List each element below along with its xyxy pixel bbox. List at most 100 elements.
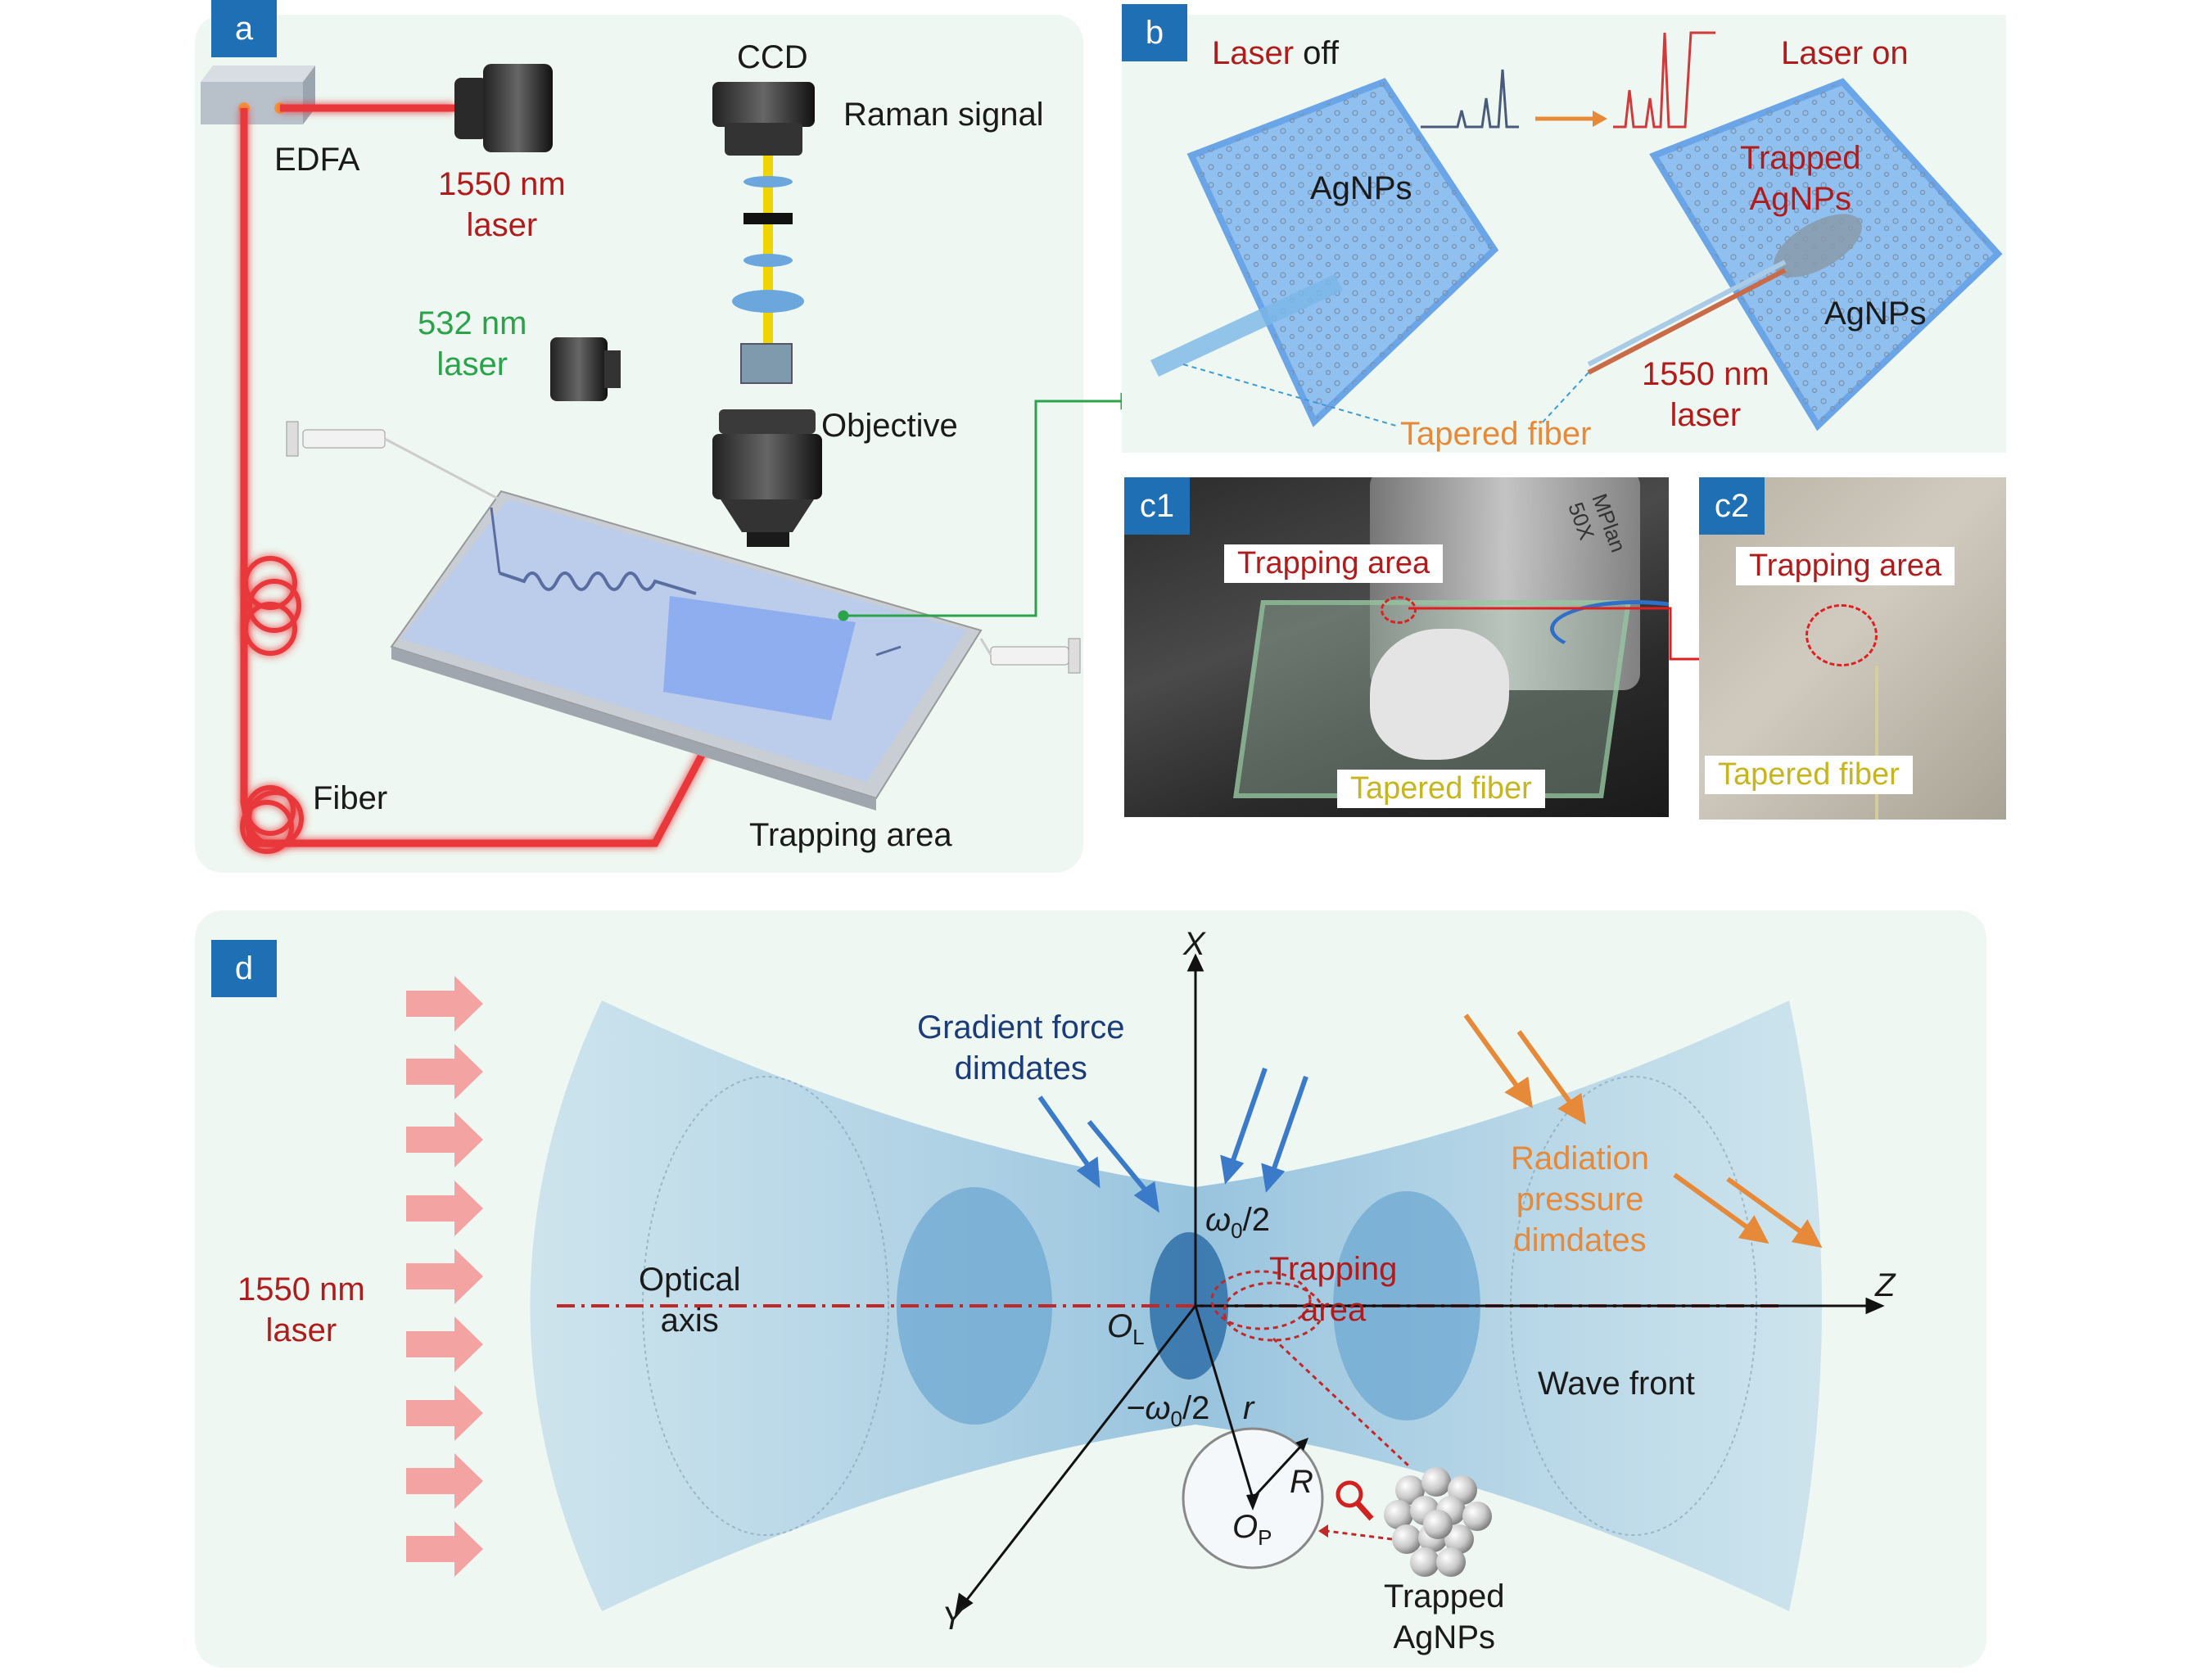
trapping-area-label-c1: Trapping area: [1224, 544, 1444, 583]
radius-R-arrow: [1251, 1443, 1304, 1500]
edfa-label: EDFA: [274, 142, 360, 178]
fiber-label: Fiber: [313, 780, 388, 816]
laser-1550-b-line-2: laser: [1670, 397, 1742, 433]
trapped-agnps-label-d: Trapped AgNPs: [1384, 1576, 1505, 1658]
fiber-coils-upper: [243, 556, 301, 656]
radiation-pressure-line-2: pressure: [1516, 1181, 1644, 1217]
trapping-circle-c1: [1381, 596, 1417, 624]
laser-1550-label-d: 1550 nm laser: [237, 1269, 365, 1351]
laser-1550-d-line-1: 1550 nm: [237, 1271, 365, 1307]
trapped-agnps-d-line-2: AgNPs: [1393, 1619, 1496, 1655]
axis-z-label: Z: [1875, 1267, 1896, 1303]
omega-bottom-symbol: −ω: [1126, 1390, 1171, 1426]
origin-p-label: OP: [1232, 1506, 1272, 1551]
tapered-fiber-label-c2: Tapered fiber: [1705, 756, 1913, 794]
panel-b-tag: b: [1122, 4, 1187, 61]
lens-1: [743, 176, 793, 187]
coordinate-axes: [954, 953, 1885, 1616]
omega-top-suffix: /2: [1242, 1202, 1270, 1238]
fiber-coils-lower: [240, 785, 304, 854]
radiation-pressure-label: Radiation pressure dimdates: [1511, 1138, 1649, 1261]
laser-532-label: 532 nm laser: [418, 303, 527, 385]
omega-top-symbol: ω: [1205, 1202, 1232, 1238]
laser-off-word-laser: Laser: [1212, 35, 1295, 71]
fiber-line-c2: [1875, 666, 1878, 820]
laser-532-line-2: laser: [436, 346, 508, 382]
trapping-circle-c2: [1806, 604, 1878, 666]
spectrum-arrow: [1535, 111, 1607, 127]
trap-to-cluster-leader: [1272, 1337, 1410, 1467]
lens-2: [743, 254, 793, 267]
radiation-pressure-line-1: Radiation: [1511, 1140, 1650, 1176]
tapered-fiber-pointer-left: [1182, 364, 1397, 427]
agnp-cluster: [1384, 1467, 1492, 1577]
beam-left-half: [530, 1000, 1195, 1611]
R-label: R: [1290, 1464, 1313, 1500]
radiation-pressure-arrows: [1463, 1014, 1823, 1249]
omega-top-label: ω0/2: [1205, 1199, 1270, 1244]
trapped-agnps-label-b: Trapped AgNPs: [1740, 138, 1861, 219]
laser-off-word-off: off: [1294, 35, 1339, 71]
trapping-area-label-a: Trapping area: [749, 817, 952, 853]
omega-bottom-suffix: /2: [1182, 1390, 1210, 1426]
optical-axis-label: Optical axis: [639, 1259, 741, 1341]
blue-cable-photo: [1550, 600, 1669, 657]
cube-laser-off: [1150, 78, 1499, 427]
panel-d-tag: d: [211, 940, 277, 997]
trapped-agnps-d-line-1: Trapped: [1384, 1578, 1505, 1615]
origin-l-letter: O: [1107, 1308, 1133, 1344]
cluster-to-particle-leader: [1326, 1529, 1393, 1541]
origin-l-subscript: L: [1132, 1325, 1145, 1349]
panel-c1-photo: MPlan 50X: [1124, 477, 1669, 817]
cube-laser-on: [1587, 78, 2003, 431]
axis-y-label: Y: [942, 1601, 964, 1637]
laser-532-line-1: 532 nm: [418, 305, 527, 341]
white-object-photo: [1370, 629, 1509, 760]
beam-splitter: [740, 343, 793, 384]
red-fiber-path: [240, 104, 732, 847]
radius-r-arrow: [1194, 1305, 1254, 1499]
trapping-area-label-d: Trapping area: [1269, 1249, 1397, 1330]
ccd-camera: [712, 82, 815, 156]
origin-l-label: OL: [1107, 1306, 1145, 1351]
gradient-force-line-2: dimdates: [954, 1050, 1087, 1086]
spectrum-on: [1613, 31, 1715, 129]
tapered-fiber-label-c1: Tapered fiber: [1337, 770, 1545, 808]
trapped-agnps-b-line-2: AgNPs: [1749, 181, 1852, 217]
trapping-area-d-line-2: area: [1300, 1292, 1367, 1328]
laser-1550-label: 1550 nm laser: [438, 164, 566, 246]
wave-front-label: Wave front: [1538, 1366, 1695, 1402]
radiation-pressure-line-3: dimdates: [1513, 1222, 1647, 1258]
agnps-right-label: AgNPs: [1824, 296, 1927, 332]
trapping-area-ellipse-2: [1210, 1270, 1312, 1330]
objective-lens: [712, 409, 822, 547]
spectrum-off: [1421, 69, 1519, 129]
laser-1550-line-1: 1550 nm: [438, 166, 566, 202]
panel-a-tag: a: [211, 0, 277, 57]
laser-1550-line-2: laser: [466, 207, 538, 243]
gradient-force-arrows: [1037, 1068, 1308, 1213]
trapped-agnps-b-line-1: Trapped: [1740, 140, 1861, 176]
agnps-left-label: AgNPs: [1310, 170, 1412, 206]
tapered-fiber-label-b: Tapered fiber: [1400, 416, 1592, 452]
axis-x-label: X: [1183, 926, 1205, 962]
filter-slit: [743, 213, 793, 224]
laser-on-label: Laser on: [1781, 35, 1909, 71]
laser-1550-b-line-1: 1550 nm: [1642, 356, 1769, 392]
tapered-fiber-pointer-right: [1539, 372, 1589, 427]
omega-bottom-subscript: 0: [1170, 1407, 1182, 1431]
magnifier-d: [1336, 1480, 1374, 1521]
syringe-left: [286, 421, 500, 501]
optical-axis-line-2: axis: [660, 1303, 719, 1339]
omega-top-subscript: 0: [1231, 1218, 1243, 1243]
lens-3: [732, 290, 804, 313]
panel-c1-tag: c1: [1124, 477, 1190, 535]
microfluidic-chip: [390, 490, 983, 811]
origin-p-subscript: P: [1258, 1525, 1272, 1550]
r-label: r: [1243, 1390, 1254, 1426]
objective-label: Objective: [821, 408, 958, 444]
gradient-force-label: Gradient force dimdates: [917, 1007, 1124, 1089]
ccd-label: CCD: [737, 39, 808, 75]
